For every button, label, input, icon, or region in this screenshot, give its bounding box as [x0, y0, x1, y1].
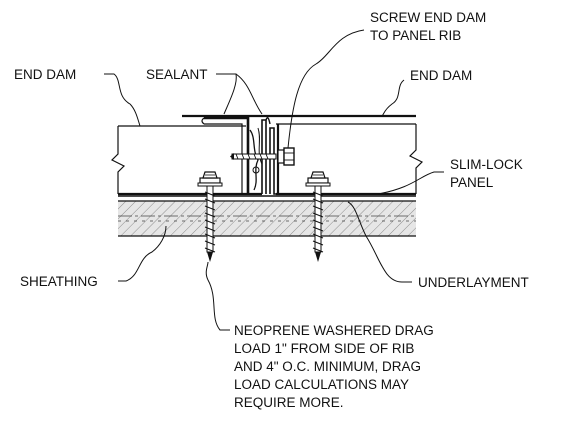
label-sealant: SEALANT [146, 67, 208, 82]
label-sheathing: SHEATHING [20, 274, 98, 289]
rib-screw [230, 147, 295, 166]
slim-lock-panel [118, 117, 416, 196]
leader-lines [104, 29, 444, 331]
sheathing-layer [118, 200, 416, 237]
labels: END DAM SEALANT SCREW END DAM TO PANEL R… [14, 10, 529, 410]
label-screw-end-dam-line2: TO PANEL RIB [370, 28, 461, 43]
label-end-dam-right: END DAM [410, 68, 472, 83]
drag-load-screw-right [305, 171, 331, 262]
label-neoprene-line5: REQUIRE MORE. [234, 395, 344, 410]
drag-load-screw-left [197, 171, 223, 262]
label-neoprene-line2: LOAD 1" FROM SIDE OF RIB [234, 341, 414, 356]
label-underlayment: UNDERLAYMENT [418, 275, 529, 290]
label-end-dam-left: END DAM [14, 67, 76, 82]
label-screw-end-dam-line1: SCREW END DAM [370, 10, 486, 25]
label-neoprene-line3: AND 4" O.C. MINIMUM, DRAG [234, 359, 421, 374]
label-neoprene-line1: NEOPRENE WASHERED DRAG [234, 323, 434, 338]
label-neoprene-line4: LOAD CALCULATIONS MAY [234, 377, 409, 392]
sealant-beads [249, 127, 263, 191]
label-slim-lock-line2: PANEL [450, 175, 494, 190]
end-dam-left [110, 116, 250, 194]
label-slim-lock-line1: SLIM-LOCK [450, 157, 523, 172]
